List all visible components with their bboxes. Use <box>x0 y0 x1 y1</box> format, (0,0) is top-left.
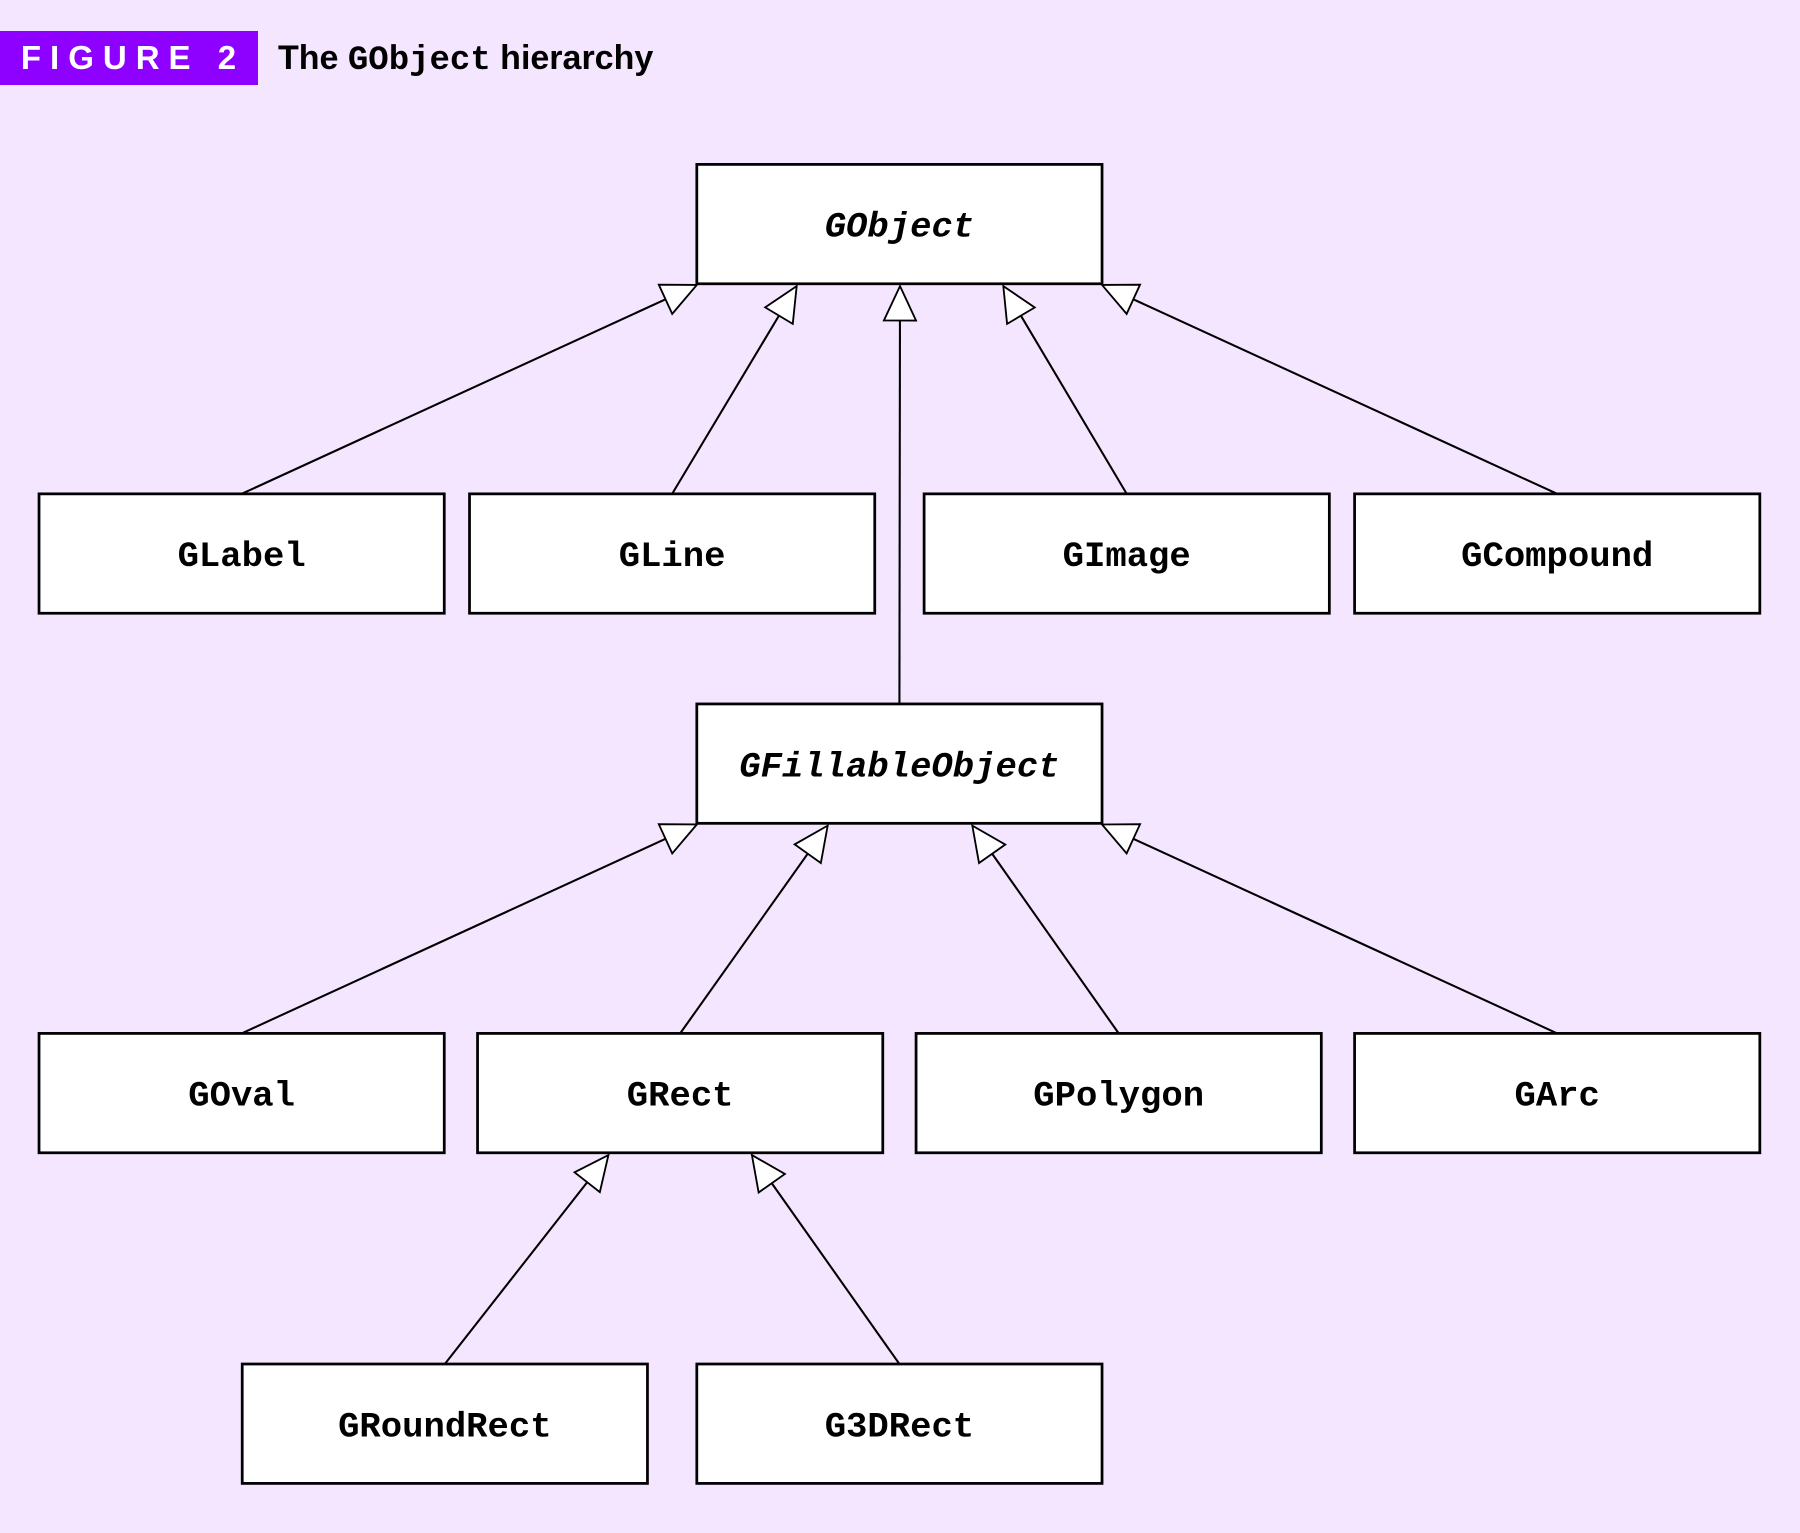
class-name: GOval <box>188 1076 295 1117</box>
class-node-gline: GLine <box>468 492 877 615</box>
inheritance-edge-grect <box>679 823 829 1034</box>
class-name: GRoundRect <box>338 1406 552 1447</box>
class-name: GLabel <box>178 536 306 577</box>
edge-line <box>898 320 901 704</box>
class-box <box>476 1032 885 1155</box>
inheritance-edge-gimage <box>1002 284 1128 495</box>
hollow-arrowhead-icon <box>971 823 1008 865</box>
class-node-gimage: GImage <box>922 492 1331 615</box>
caption-post: hierarchy <box>490 39 654 77</box>
class-name: GPolygon <box>1033 1076 1204 1117</box>
caption-code: GObject <box>347 42 491 80</box>
edge-line <box>241 298 666 495</box>
inheritance-edge-gpolygon <box>971 823 1120 1034</box>
inheritance-edge-goval <box>241 823 699 1035</box>
inheritance-edge-groundrect <box>444 1153 610 1365</box>
hollow-arrowhead-icon <box>657 283 699 316</box>
class-box <box>914 1032 1323 1155</box>
edge-line <box>444 1181 589 1365</box>
class-box <box>240 1362 649 1485</box>
hollow-arrowhead-icon <box>657 823 699 856</box>
edge-line <box>770 1182 901 1365</box>
class-box <box>1353 1032 1762 1155</box>
class-name: G3DRect <box>825 1406 974 1447</box>
class-node-goval: GOval <box>37 1032 446 1155</box>
class-node-gpolygon: GPolygon <box>914 1032 1323 1155</box>
inheritance-edge-gcompound <box>1100 283 1558 495</box>
class-node-gfillableobject: GFillableObject <box>695 702 1104 825</box>
class-name: GLine <box>619 536 726 577</box>
inheritance-edge-gfillableobject <box>882 283 918 704</box>
class-box <box>695 1362 1104 1485</box>
class-name: GFillableObject <box>739 746 1059 787</box>
inheritance-edge-g3drect <box>750 1153 901 1365</box>
hollow-arrowhead-icon <box>1100 823 1142 856</box>
class-box <box>695 163 1104 286</box>
hollow-arrowhead-icon <box>750 1153 787 1195</box>
class-name: GImage <box>1063 536 1191 577</box>
class-node-groundrect: GRoundRect <box>240 1362 649 1485</box>
class-node-garc: GArc <box>1353 1032 1762 1155</box>
class-node-glabel: GLabel <box>37 492 446 615</box>
class-name: GObject <box>825 207 974 248</box>
class-box <box>37 492 446 615</box>
hollow-arrowhead-icon <box>1100 283 1142 316</box>
edge-line <box>679 853 809 1034</box>
inheritance-edge-glabel <box>241 283 699 495</box>
figure-label: FIGURE 2 <box>0 31 258 85</box>
class-name: GCompound <box>1461 536 1653 577</box>
class-node-grect: GRect <box>476 1032 885 1155</box>
hollow-arrowhead-icon <box>572 1153 610 1194</box>
class-node-gcompound: GCompound <box>1353 492 1762 615</box>
class-box <box>37 1032 446 1155</box>
hollow-arrowhead-icon <box>1002 284 1037 326</box>
edge-line <box>241 837 666 1035</box>
class-box <box>1353 492 1762 615</box>
class-node-g3drect: G3DRect <box>695 1362 1104 1485</box>
class-box <box>922 492 1331 615</box>
class-box <box>695 702 1104 825</box>
class-node-gobject: GObject <box>695 163 1104 286</box>
class-name: GArc <box>1515 1076 1600 1117</box>
inheritance-edge-garc <box>1100 823 1558 1035</box>
class-name: GRect <box>627 1076 734 1117</box>
edge-line <box>1132 837 1558 1035</box>
hollow-arrowhead-icon <box>792 823 829 865</box>
edges <box>241 283 1558 1365</box>
edge-line <box>1020 315 1128 495</box>
class-box <box>468 492 877 615</box>
caption-pre: The <box>278 39 348 77</box>
hollow-arrowhead-icon <box>763 284 798 326</box>
figure-caption: The GObject hierarchy <box>278 36 653 83</box>
inheritance-edge-gline <box>671 284 798 495</box>
edge-line <box>991 853 1120 1034</box>
hollow-arrowhead-icon <box>882 283 918 322</box>
edge-line <box>671 315 780 495</box>
edge-line <box>1132 298 1558 495</box>
